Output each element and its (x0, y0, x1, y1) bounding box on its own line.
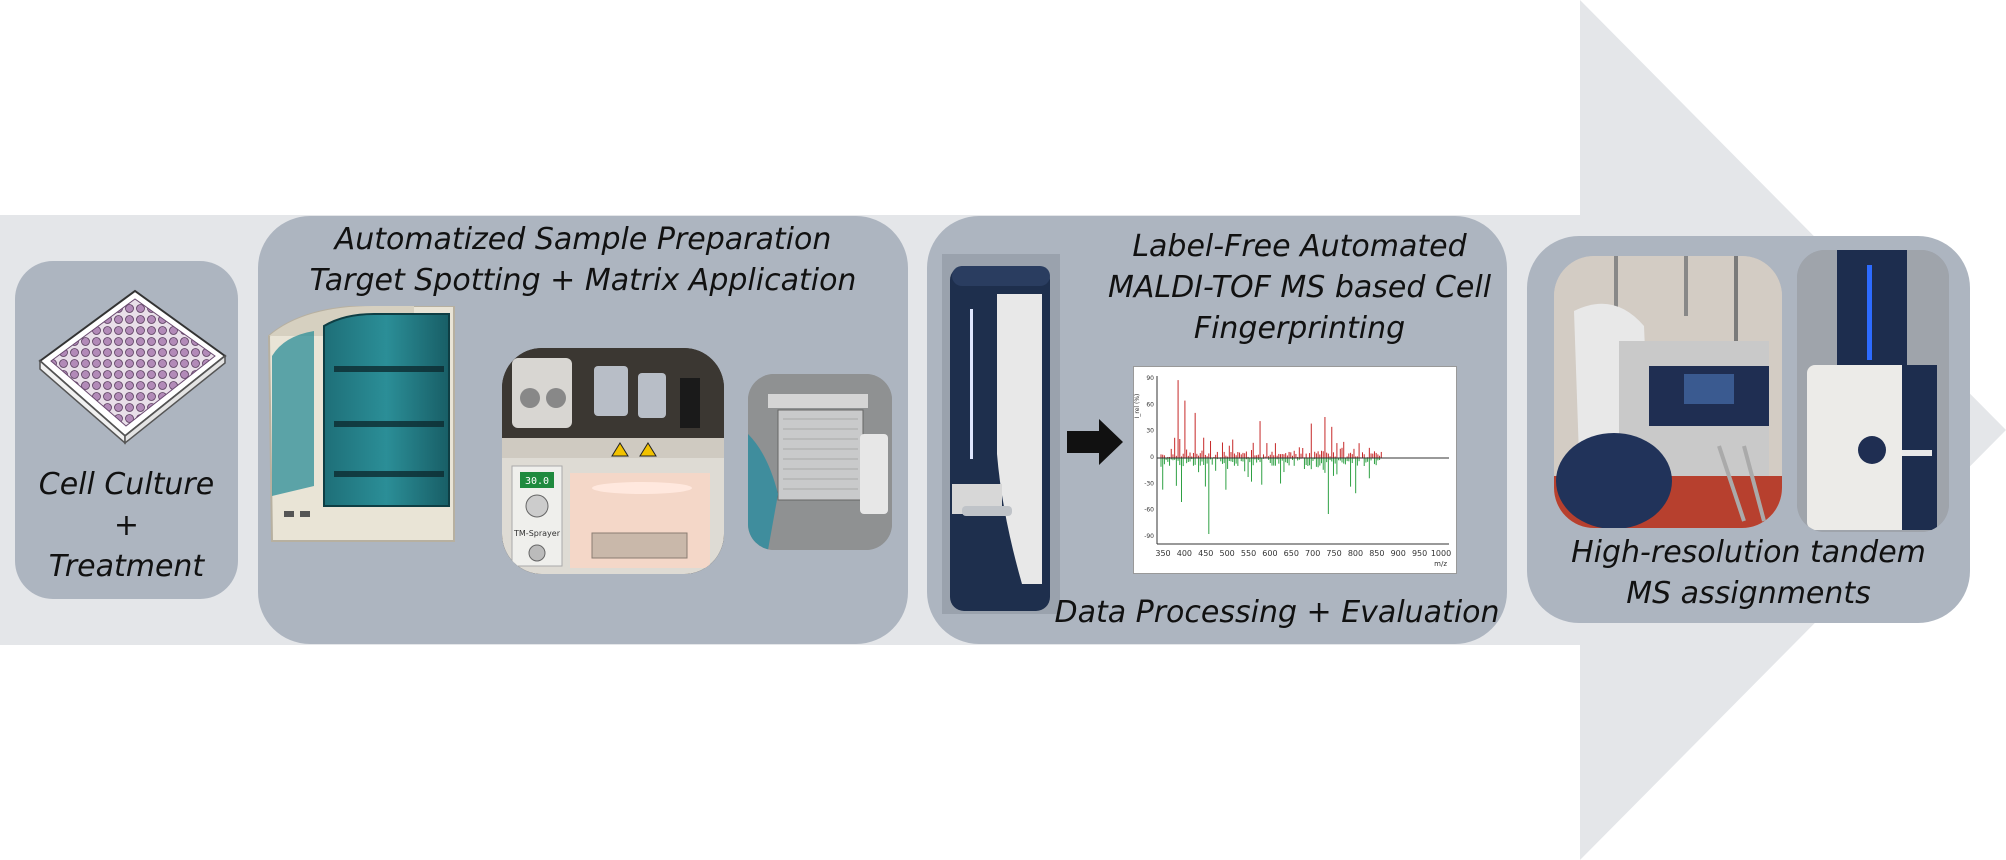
sample-prep-line-1: Automatized Sample Preparation (334, 222, 832, 257)
spectrum-y-tick-label: 60 (1146, 401, 1154, 408)
cell-culture-line-3: Treatment (48, 549, 205, 584)
spectrum-y-tick-label: -30 (1144, 480, 1154, 487)
spectrum-x-tick-label: 1000 (1431, 549, 1451, 558)
spectrum-x-tick-label: 350 (1155, 549, 1170, 558)
spotting-robot-photo (267, 306, 455, 542)
sprayer-brand-label: TM-Sprayer (513, 529, 561, 538)
spectrum-x-tick-label: 500 (1220, 549, 1235, 558)
tandem-ms-line-2: MS assignments (1626, 576, 1871, 611)
cell-culture-line-2: + (113, 508, 140, 543)
spectrum-y-tick-label: 90 (1146, 375, 1154, 382)
target-plate-photo (748, 374, 892, 550)
spectrum-x-tick-label: 650 (1284, 549, 1299, 558)
sample-prep-line-2: Target Spotting + Matrix Application (309, 263, 857, 298)
well-plate-icon (38, 289, 227, 445)
spectrum-x-tick-label: 850 (1369, 549, 1384, 558)
maldi-title-line-3: Fingerprinting (1193, 311, 1406, 346)
tandem-ms-label: High-resolution tandem MS assignments (1527, 532, 1970, 614)
spectrum-x-tick-label: 700 (1305, 549, 1320, 558)
tandem-ms-line-1: High-resolution tandem (1571, 535, 1926, 570)
spectrum-y-tick-label: 30 (1146, 428, 1154, 435)
maldi-title-line-2: MALDI-TOF MS based Cell (1107, 270, 1492, 305)
spectrum-y-label: I_rel (%) (1134, 394, 1141, 419)
maldi-panel: Label-Free Automated MALDI-TOF MS based … (927, 216, 1507, 644)
black-right-arrow-icon (1067, 419, 1123, 465)
maldi-tof-instrument-photo (942, 254, 1060, 614)
spectrum-y-tick-label: 0 (1150, 454, 1154, 461)
spectrum-x-tick-label: 600 (1262, 549, 1277, 558)
spectrum-y-tick-label: -60 (1144, 507, 1154, 514)
spectrum-x-unit: m/z (1434, 560, 1447, 568)
cell-culture-panel: Cell Culture + Treatment (15, 261, 238, 599)
spectrum-x-tick-label: 750 (1326, 549, 1341, 558)
spectrum-x-tick-label: 450 (1198, 549, 1213, 558)
maldi-footer-label: Data Processing + Evaluation (1054, 595, 1500, 630)
maldi-title: Label-Free Automated MALDI-TOF MS based … (1102, 226, 1497, 349)
maldi-title-line-1: Label-Free Automated (1132, 229, 1467, 264)
timstof-instrument-photo (1797, 250, 1949, 532)
spectrum-y-tick-label: -90 (1144, 533, 1154, 540)
sprayer-display-readout: 30.0 (525, 476, 549, 487)
cell-culture-line-1: Cell Culture (38, 467, 215, 502)
orbitrap-instrument-photo (1554, 256, 1782, 528)
spectrum-x-tick-label: 950 (1412, 549, 1427, 558)
spectrum-x-tick-label: 900 (1391, 549, 1406, 558)
tandem-ms-panel: High-resolution tandem MS assignments (1527, 236, 1970, 623)
cell-culture-label: Cell Culture + Treatment (15, 464, 238, 587)
sample-prep-title: Automatized Sample Preparation Target Sp… (258, 219, 908, 301)
spectrum-x-tick-label: 550 (1241, 549, 1256, 558)
spectrum-x-tick-label: 400 (1177, 549, 1192, 558)
sample-prep-panel: Automatized Sample Preparation Target Sp… (258, 216, 908, 644)
spectrum-x-tick-label: 800 (1348, 549, 1363, 558)
tm-sprayer-photo: 30.0 TM-Sprayer (502, 348, 724, 574)
